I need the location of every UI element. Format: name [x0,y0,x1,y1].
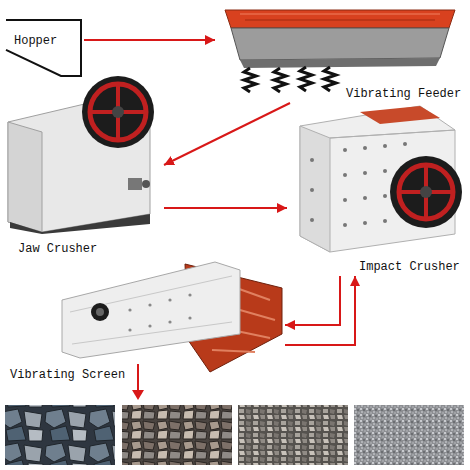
machine-label: Impact Crusher [359,260,460,274]
vibrating-screen-illustration [62,262,282,372]
machine-label: Jaw Crusher [18,242,97,256]
stone-sample [122,405,232,465]
hopper-outline [6,20,81,76]
vibrating-screen-unit: Vibrating Screen [6,258,285,384]
machine-label: Vibrating Screen [10,368,125,382]
machine-label: Hopper [14,34,57,48]
flow-arrow [164,103,290,165]
jaw-crusher-illustration [8,76,154,234]
machine-label: Vibrating Feeder [346,87,461,101]
impact-crusher-illustration [300,106,462,252]
hopper-outline [4,18,84,78]
feeder-unit: Vibrating Feeder [215,5,466,103]
flow-arrow [164,207,287,209]
flow-arrow [285,276,340,325]
jaw-crusher-unit: Jaw Crusher [4,78,164,258]
impact-crusher-unit: Impact Crusher [287,100,465,276]
stone-sample [5,405,115,465]
feeder-illustration [225,10,455,92]
flow-arrow [285,276,355,345]
stone-sample [238,405,348,465]
product-arrowhead [132,390,144,400]
product-arrow [137,364,139,392]
flow-arrow [84,39,215,41]
stone-sample [354,405,464,465]
hopper-box: Hopper [4,18,84,78]
